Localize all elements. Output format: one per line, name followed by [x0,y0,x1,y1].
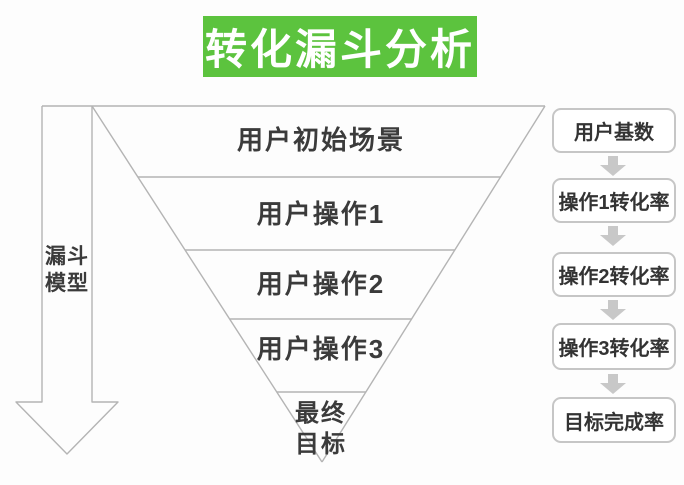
page-title: 转化漏斗分析 [203,16,477,77]
metric-box-label: 操作3转化率 [558,338,670,360]
metric-box-action2-conversion-rate: 操作2转化率 [552,252,676,297]
metric-box-action1-conversion-rate: 操作1转化率 [552,178,676,223]
funnel-level-label-final-goal-line1: 最终 [295,400,347,427]
funnel-right-edge [321,105,546,463]
funnel-level-label-initial-scene: 用户初始场景 [236,125,405,155]
down-arrow-icon [600,226,626,246]
down-arrow-icon [600,374,626,394]
metric-box-goal-completion-rate: 目标完成率 [552,397,676,443]
funnel-level-label-action-1: 用户操作1 [256,199,386,229]
funnel-level-label-action-2: 用户操作2 [256,269,386,299]
funnel-model-label-line2: 模型 [45,272,89,295]
metric-box-label: 用户基数 [574,122,654,144]
down-arrow-icon [600,300,626,320]
funnel-level-label-final-goal-line2: 目标 [295,431,347,458]
metric-box-label: 操作2转化率 [558,266,670,288]
metric-box-label: 目标完成率 [564,411,664,434]
metric-box-action3-conversion-rate: 操作3转化率 [552,323,676,370]
funnel-model-arrow-outline [15,106,119,455]
funnel-model-label-line1: 漏斗 [45,245,89,268]
funnel-level-label-action-3: 用户操作3 [256,334,386,364]
funnel-model-label: 漏斗 模型 [36,243,98,297]
funnel-left-edge [91,105,323,463]
metric-box-user-base: 用户基数 [552,108,676,153]
down-arrow-icon [600,156,626,176]
metric-box-label: 操作1转化率 [558,192,670,214]
